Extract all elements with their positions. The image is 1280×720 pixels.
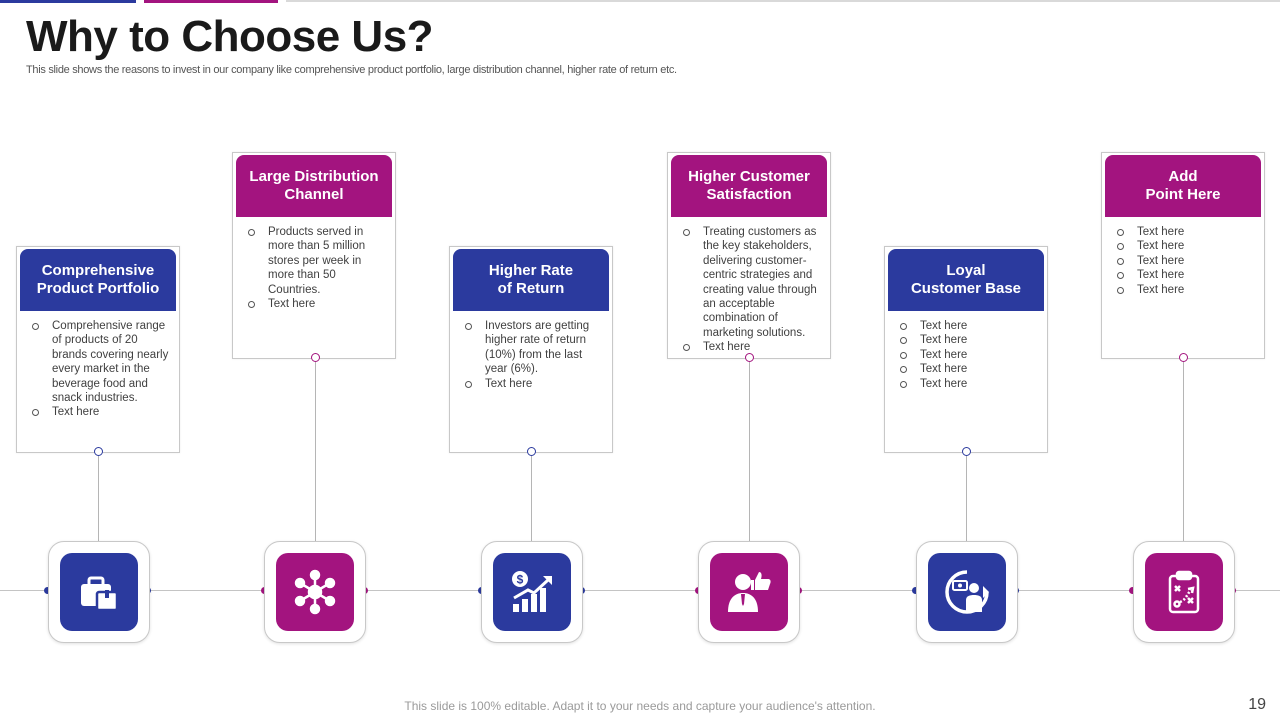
card-bullets: Comprehensive range of products of 20 br… [17,311,179,428]
card-title: Comprehensive Product Portfolio [20,249,176,311]
timeline-axis [0,590,1280,591]
card-higher-rate-of-return: Higher Rate of Return Investors are gett… [449,246,613,453]
icon-frame-distribution [264,541,366,643]
bullet-item: Treating customers as the key stakeholde… [683,225,820,340]
connector-dot [962,447,971,456]
card-title: Large Distribution Channel [236,155,392,217]
connector-dot [94,447,103,456]
top-accent-bar-magenta [144,0,278,3]
card-bullets: Investors are getting higher rate of ret… [450,311,612,399]
customer-thumbs-up-icon [710,553,788,631]
timeline-dot [1129,587,1136,594]
timeline-dot [912,587,919,594]
timeline-dot [44,587,51,594]
card-title: Add Point Here [1105,155,1261,217]
card-comprehensive-product-portfolio: Comprehensive Product Portfolio Comprehe… [16,246,180,453]
top-accent-bar-gray [286,0,1280,2]
icon-frame-return: $ [481,541,583,643]
connector-line [531,456,532,542]
card-bullets: Text here Text here Text here Text here … [885,311,1047,399]
bullet-item: Text here [683,340,820,354]
connector-line [98,456,99,542]
connector-dot [745,353,754,362]
bullet-item: Text here [465,377,602,391]
svg-text:$: $ [517,573,524,587]
bullet-item: Text here [1117,239,1254,253]
dollar-growth-chart-icon: $ [493,553,571,631]
bullet-item: Text here [900,348,1037,362]
connector-line [1183,362,1184,542]
card-title: Higher Customer Satisfaction [671,155,827,217]
slide-subtitle: This slide shows the reasons to invest i… [26,64,677,76]
icon-frame-add-point [1133,541,1235,643]
card-add-point-here: Add Point Here Text here Text here Text … [1101,152,1265,359]
icon-frame-portfolio [48,541,150,643]
connector-dot [527,447,536,456]
bullet-item: Text here [1117,225,1254,239]
icon-frame-loyal-customer [916,541,1018,643]
icon-frame-satisfaction [698,541,800,643]
bullet-item: Text here [900,377,1037,391]
card-loyal-customer-base: Loyal Customer Base Text here Text here … [884,246,1048,453]
bullet-item: Investors are getting higher rate of ret… [465,319,602,377]
bullet-item: Text here [1117,268,1254,282]
card-title: Loyal Customer Base [888,249,1044,311]
loyal-customer-icon [928,553,1006,631]
card-title: Higher Rate of Return [453,249,609,311]
top-accent-bar-blue [0,0,136,3]
connector-line [966,456,967,542]
connector-dot [1179,353,1188,362]
network-hub-icon [276,553,354,631]
card-large-distribution-channel: Large Distribution Channel Products serv… [232,152,396,359]
bullet-item: Text here [1117,254,1254,268]
bullet-item: Text here [1117,283,1254,297]
briefcase-icon [60,553,138,631]
card-bullets: Text here Text here Text here Text here … [1102,217,1264,305]
bullet-item: Products served in more than 5 million s… [248,225,385,297]
bullet-item: Text here [32,405,169,419]
card-bullets: Products served in more than 5 million s… [233,217,395,319]
connector-line [749,362,750,542]
connector-dot [311,353,320,362]
bullet-item: Text here [900,319,1037,333]
card-bullets: Treating customers as the key stakeholde… [668,217,830,363]
strategy-clipboard-icon [1145,553,1223,631]
footer-note: This slide is 100% editable. Adapt it to… [404,699,876,713]
bullet-item: Text here [900,333,1037,347]
card-higher-customer-satisfaction: Higher Customer Satisfaction Treating cu… [667,152,831,359]
bullet-item: Text here [248,297,385,311]
page-number: 19 [1248,696,1266,713]
slide-title: Why to Choose Us? [26,12,434,61]
connector-line [315,362,316,542]
bullet-item: Comprehensive range of products of 20 br… [32,319,169,405]
bullet-item: Text here [900,362,1037,376]
